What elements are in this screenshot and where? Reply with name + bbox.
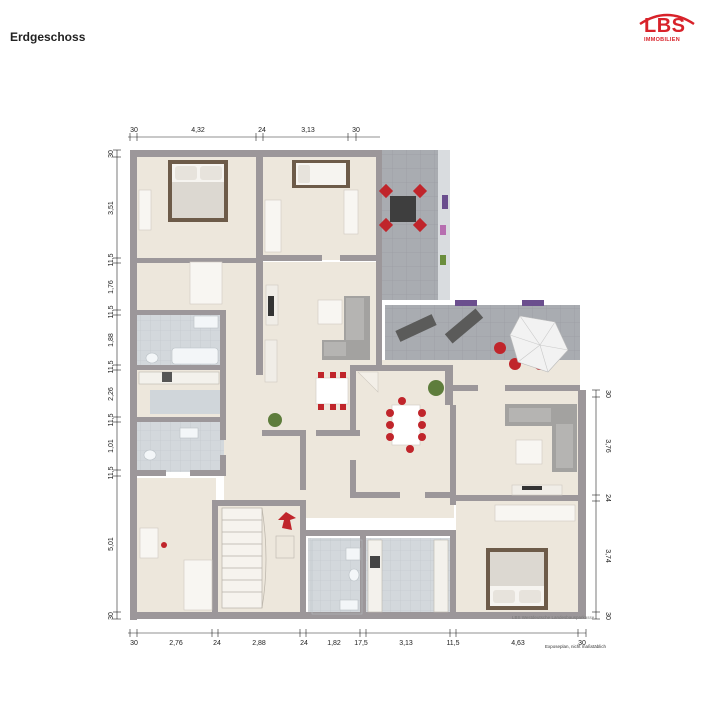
dim-right-2: 24	[604, 494, 611, 502]
walls	[130, 150, 586, 620]
dim-top-3: 3,13	[301, 127, 315, 134]
coffee-table	[317, 299, 343, 325]
kitchen-2-counter	[367, 539, 383, 613]
kitchen-counter	[138, 371, 220, 385]
dim-left-6: 11,5	[108, 360, 115, 373]
bath-2-fixtures	[311, 539, 363, 615]
dim-bottom-3: 2,88	[252, 640, 266, 647]
sofa-living	[322, 296, 370, 360]
dim-bottom-5: 1,82	[327, 640, 341, 647]
hallway-floor	[224, 312, 304, 512]
logo-subtitle: IMMOBILIEN	[644, 37, 680, 43]
dim-bottom-0: 30	[130, 640, 138, 647]
staircase	[221, 507, 267, 609]
desk-chair-3	[161, 542, 167, 548]
coffee-table-2	[515, 439, 543, 465]
wardrobe-2	[264, 199, 282, 253]
bathtub	[171, 347, 219, 365]
stove	[162, 372, 172, 382]
dim-left-10: 11,5	[108, 466, 115, 479]
entrance-arrow-icon	[278, 512, 296, 530]
plant-dining	[428, 380, 444, 396]
terrace-table-set-1	[378, 183, 428, 233]
dimension-lines	[113, 133, 600, 637]
logo-brand: LBS	[644, 15, 686, 37]
sun-loungers	[395, 308, 484, 344]
dining-table-1	[315, 372, 349, 410]
dim-left-5: 1,88	[108, 333, 115, 347]
kitchen-island	[150, 390, 220, 414]
kitchen-2-cabinets	[433, 539, 449, 613]
dim-left-1: 3,51	[108, 201, 115, 215]
double-bed-1	[168, 160, 228, 222]
outer-wall-bottom	[130, 612, 586, 619]
desk-3	[139, 527, 159, 559]
toilet-3	[348, 568, 360, 582]
plan-credit: LBS Westdeutsche Landesbausparkasse	[512, 615, 595, 620]
dim-bottom-10: 30	[578, 640, 586, 647]
tv	[268, 296, 274, 316]
washer	[339, 599, 359, 611]
toilet-2	[143, 449, 157, 461]
terrace-planters	[440, 195, 544, 306]
dim-top-1: 4,32	[191, 127, 205, 134]
dim-bottom-2: 24	[213, 640, 221, 647]
corner-cabinet	[357, 371, 379, 393]
sofa-large	[505, 404, 577, 472]
toilet-1	[145, 352, 159, 364]
sideboard	[264, 339, 278, 383]
plant-living	[268, 413, 282, 427]
dim-left-11: 5,01	[108, 537, 115, 551]
dim-right-4: 30	[604, 612, 611, 620]
sink-2	[179, 427, 199, 439]
single-bed-2	[292, 160, 350, 188]
dim-top-2: 24	[258, 127, 266, 134]
wardrobe-1	[138, 189, 152, 231]
dim-bottom-9: 4,63	[511, 640, 525, 647]
outer-wall-top	[130, 150, 380, 157]
dim-bottom-4: 24	[300, 640, 308, 647]
dim-left-7: 2,26	[108, 387, 115, 401]
outer-wall-left	[130, 150, 137, 620]
dining-table-2	[386, 397, 426, 453]
dim-left-4: 11,5	[108, 305, 115, 318]
dim-bottom-1: 2,76	[169, 640, 183, 647]
dim-left-8: 11,5	[108, 413, 115, 426]
dim-right-0: 30	[604, 390, 611, 398]
terrace-table-set-2	[494, 315, 569, 373]
dim-right-1: 3,76	[604, 439, 611, 453]
plan-note: Exposeplan, nicht maßstäblich	[545, 644, 607, 649]
floor-title: Erdgeschoss	[10, 30, 86, 44]
dim-bottom-8: 11,5	[446, 640, 459, 647]
dim-left-9: 1,01	[108, 439, 115, 453]
entry-mat	[275, 535, 295, 559]
corridor-floor	[304, 430, 454, 518]
sink-1	[193, 315, 219, 329]
dim-bottom-6: 17,5	[354, 640, 368, 647]
outer-wall-right	[578, 390, 586, 619]
wardrobe-4	[494, 504, 576, 522]
dim-left-12: 30	[108, 612, 115, 620]
logo-swoosh-icon	[639, 13, 695, 26]
tv-2	[522, 486, 542, 490]
dim-top-4: 30	[352, 127, 360, 134]
dim-bottom-7: 3,13	[399, 640, 413, 647]
lbs-logo: LBS IMMOBILIEN	[636, 12, 698, 44]
sink-3	[345, 547, 361, 561]
double-bed-4	[486, 548, 548, 610]
desk-2	[343, 189, 359, 235]
single-bed-3	[183, 559, 213, 611]
wall-living-right	[376, 255, 382, 365]
stove-2	[370, 556, 380, 568]
dim-left-0: 30	[108, 150, 115, 158]
furniture	[138, 160, 577, 615]
dim-left-3: 1,76	[108, 280, 115, 294]
dim-right-3: 3,74	[604, 549, 611, 563]
dim-left-2: 11,5	[108, 253, 115, 266]
wall-terrace-edge	[376, 150, 382, 260]
dimension-labels: 30 4,32 24 3,13 30 30 2,76 24 2,88 24 1,…	[108, 127, 611, 647]
single-bed-small	[189, 261, 223, 305]
dim-top-0: 30	[130, 127, 138, 134]
